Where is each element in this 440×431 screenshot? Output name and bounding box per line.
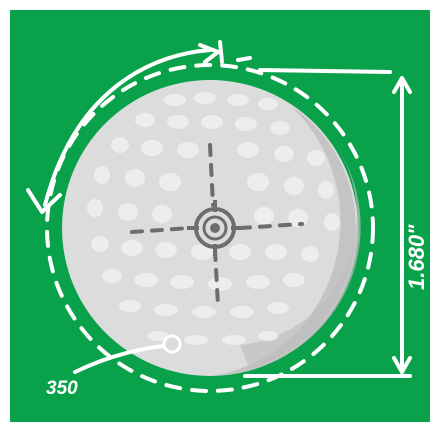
diameter-label: 1.680": [404, 224, 429, 290]
top-dimension-tick: [220, 42, 390, 72]
dimple-count-label: 350: [46, 378, 78, 399]
